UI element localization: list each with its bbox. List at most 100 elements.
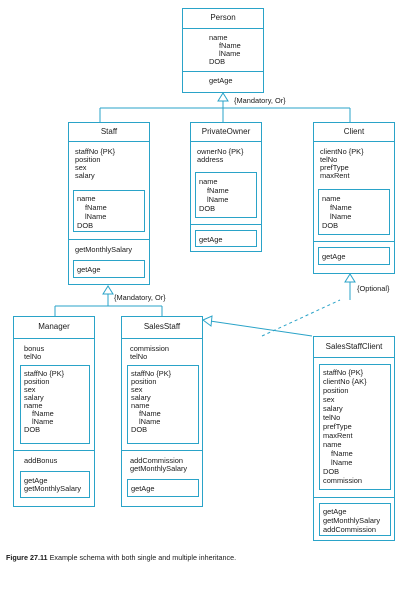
attribute: clientNo {PK} [320,147,364,156]
class-name: Client [343,127,365,136]
attribute: prefType [323,422,352,431]
operation: addBonus [24,456,58,465]
attribute: address [197,155,224,164]
operation: getMonthlySalary [75,245,133,254]
attribute: lName [219,49,241,58]
inherited-attributes-box: staffNo {PK} position sex salary name fN… [127,365,199,444]
divider [314,241,394,242]
operation: addCommission [130,456,183,465]
attribute: name [323,440,342,449]
class-name: PrivateOwner [201,127,251,136]
attribute: telNo [320,155,338,164]
attribute: lName [32,417,54,426]
operation: getAge [322,252,346,261]
operation: getAge [24,476,48,485]
attribute: DOB [323,467,340,476]
attribute: lName [207,195,229,204]
attribute: DOB [322,221,339,230]
class-salesstaff: SalesStaff commission telNo staffNo {PK}… [121,316,203,507]
attribute: prefType [320,163,349,172]
attribute: DOB [24,425,41,434]
inherited-operations-box: getAge getMonthlySalary addCommission [319,503,391,536]
inherited-attributes-box: name fName lName DOB [195,172,257,218]
divider [14,338,94,339]
attribute: salary [75,171,95,180]
attribute: name [131,401,150,410]
connector-ssc-to-client-dashed [261,299,341,337]
class-staff: Staff staffNo {PK} position sex salary n… [68,122,150,285]
class-name: Person [210,13,236,22]
inherited-operations-box: getAge getMonthlySalary [20,471,90,498]
inherited-operations-box: getAge [318,247,390,265]
attribute: telNo [130,352,148,361]
generalization-arrowhead-staff [102,285,114,295]
attribute: ownerNo {PK} [197,147,244,156]
attribute: fName [32,409,54,418]
attribute: fName [85,203,107,212]
attribute: bonus [24,344,45,353]
attribute: fName [207,186,229,195]
attribute: sex [131,385,143,394]
class-privateowner: PrivateOwner ownerNo {PK} address name f… [190,122,262,252]
attribute: fName [330,203,352,212]
operation: getMonthlySalary [130,464,188,473]
constraint-staff: {Mandatory, Or} [114,293,166,302]
class-name: Manager [38,322,70,331]
attribute: staffNo {PK} [24,369,65,378]
divider [69,141,149,142]
divider [122,338,202,339]
generalization-arrowhead-salesstaff [202,315,213,327]
class-salesstaffclient: SalesStaffClient staffNo {PK} clientNo {… [313,336,395,541]
attribute: DOB [77,221,94,230]
attribute: telNo [323,413,341,422]
divider [183,71,263,72]
class-name: SalesStaffClient [325,342,383,351]
attribute: name [24,401,43,410]
figure-caption: Figure 27.11 Example schema with both si… [6,553,236,562]
attribute: position [24,377,50,386]
class-name: SalesStaff [143,322,181,331]
operation: getAge [209,76,233,85]
constraint-person: {Mandatory, Or} [234,96,286,105]
class-person: Person name fName lName DOB getAge [182,8,264,93]
attribute: fName [139,409,161,418]
divider [314,497,394,498]
attribute: fName [331,449,353,458]
divider [122,450,202,451]
figure-label: Figure 27.11 [6,553,48,562]
divider [191,224,261,225]
attribute: telNo [24,352,42,361]
operation: getAge [199,235,223,244]
divider [69,239,149,240]
attribute: lName [331,458,353,467]
attribute: staffNo {PK} [131,369,172,378]
attribute: clientNo {AK} [323,377,367,386]
inherited-operations-box: getAge [195,230,257,247]
attribute: staffNo {PK} [323,368,364,377]
attribute: fName [219,41,241,50]
attribute: position [323,386,349,395]
attribute: lName [330,212,352,221]
attribute: DOB [209,57,226,66]
attribute: commission [323,476,363,485]
attribute: lName [85,212,107,221]
divider [314,357,394,358]
attribute: DOB [131,425,148,434]
inherited-operations-box: getAge [73,260,145,278]
operation: getMonthlySalary [24,484,82,493]
figure-caption-text: Example schema with both single and mult… [49,553,237,562]
attribute: sex [75,163,87,172]
attribute: salary [24,393,44,402]
constraint-client: {Optional} [357,284,390,293]
operation: getAge [131,484,155,493]
attribute: staffNo {PK} [75,147,116,156]
operation: addCommission [323,525,376,534]
attribute: name [199,177,218,186]
divider [183,28,263,29]
attribute: position [75,155,101,164]
attribute: name [322,194,341,203]
class-manager: Manager bonus telNo staffNo {PK} positio… [13,316,95,507]
attribute: salary [323,404,343,413]
inherited-attributes-box: name fName lName DOB [318,189,390,235]
